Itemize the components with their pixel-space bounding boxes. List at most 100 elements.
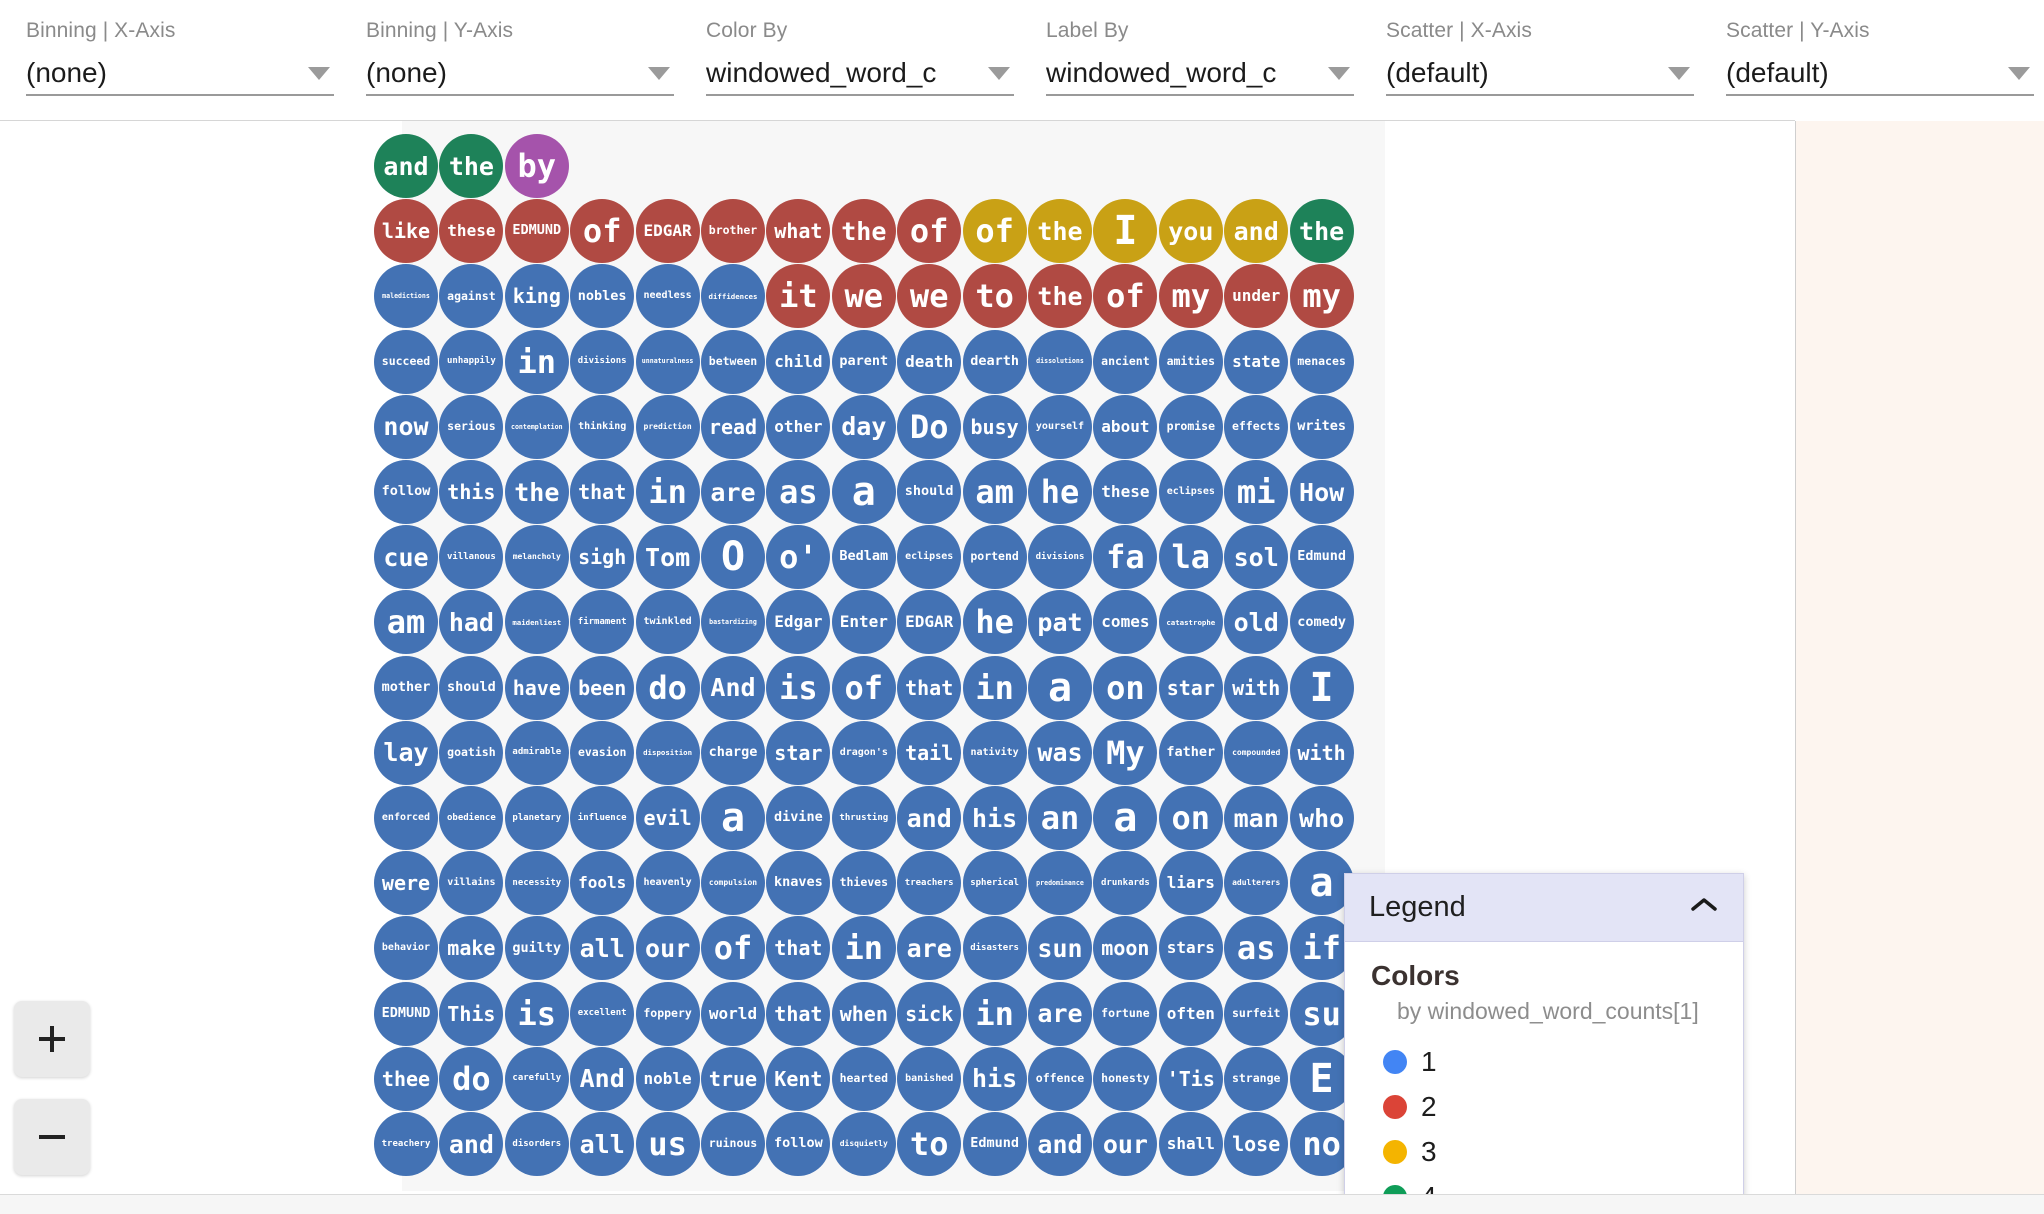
bubble-point[interactable]: as [1224, 916, 1289, 981]
bubble-point[interactable]: lay [374, 720, 438, 785]
bubble-point[interactable]: twinkled [635, 590, 700, 655]
bubble-point[interactable]: stars [1158, 916, 1223, 981]
bubble-point[interactable]: were [374, 851, 438, 916]
bubble-point[interactable]: Kent [766, 1046, 831, 1111]
bubble-point[interactable]: disasters [962, 916, 1027, 981]
bubble-point[interactable]: compounded [1224, 720, 1289, 785]
bubble-point[interactable]: thee [374, 1046, 438, 1111]
bubble-point[interactable]: parent [831, 329, 896, 394]
bubble-point[interactable]: fools [570, 851, 635, 916]
bubble-point[interactable]: we [897, 264, 962, 329]
legend-panel[interactable]: Legend Colors by windowed_word_counts[1]… [1344, 873, 1744, 1194]
bubble-point[interactable]: Bedlam [831, 525, 896, 590]
bubble-point[interactable]: who [1289, 786, 1354, 850]
bubble-point[interactable]: dearth [962, 329, 1027, 394]
bubble-point[interactable]: And [570, 1046, 635, 1111]
bubble-point[interactable]: he [1028, 460, 1092, 524]
bubble-point[interactable]: promise [1158, 394, 1223, 459]
bubble-point[interactable]: amities [1158, 329, 1223, 394]
bubble-point[interactable]: sun [1028, 916, 1092, 981]
bubble-point[interactable]: mi [1224, 460, 1289, 524]
bubble-point[interactable]: thieves [831, 851, 896, 916]
bubble-point[interactable]: to [897, 1112, 962, 1176]
bubble-point[interactable]: honesty [1093, 1046, 1158, 1111]
bubble-point[interactable]: about [1093, 394, 1158, 459]
bubble-point[interactable]: world [701, 981, 765, 1046]
bubble-point[interactable]: EDGAR [897, 590, 962, 655]
bubble-point[interactable]: on [1158, 786, 1223, 850]
bubble-point[interactable]: a [831, 460, 896, 524]
bubble-point[interactable]: banished [897, 1046, 962, 1111]
chevron-down-icon[interactable] [2008, 66, 2030, 80]
bubble-point[interactable]: lose [1224, 1112, 1289, 1176]
bubble-point[interactable]: make [439, 916, 504, 981]
bubble-point[interactable]: our [1093, 1112, 1158, 1176]
bubble-point[interactable]: bastardizing [701, 590, 765, 655]
bubble-point[interactable]: goatish [439, 720, 504, 785]
bubble-point[interactable]: dissolutions [1028, 329, 1092, 394]
bubble-point[interactable]: offence [1028, 1046, 1092, 1111]
bubble-point[interactable]: all [570, 916, 635, 981]
bubble-point[interactable]: this [439, 460, 504, 524]
bubble-point[interactable]: succeed [374, 329, 438, 394]
bubble-point[interactable]: a [1289, 851, 1354, 916]
bubble-point[interactable]: serious [439, 394, 504, 459]
chevron-down-icon[interactable] [1668, 66, 1690, 80]
bubble-point[interactable]: and [897, 786, 962, 850]
bubble-point[interactable]: am [374, 590, 438, 655]
bubble-point[interactable]: that [766, 981, 831, 1046]
bubble-point[interactable]: villanous [439, 525, 504, 590]
bubble-point[interactable]: should [439, 655, 504, 720]
bubble-point[interactable]: fortune [1093, 981, 1158, 1046]
bubble-point[interactable]: all [570, 1112, 635, 1176]
bubble-point[interactable]: was [1028, 720, 1092, 785]
bubble-point[interactable]: menaces [1289, 329, 1354, 394]
legend-entry[interactable]: 4 [1371, 1174, 1717, 1194]
bubble-point[interactable]: catastrophe [1158, 590, 1223, 655]
bubble-point[interactable]: my [1289, 264, 1354, 329]
bubble-point[interactable]: old [1224, 590, 1289, 655]
bubble-point[interactable]: a [1093, 786, 1158, 850]
bubble-point[interactable]: melancholy [504, 525, 569, 590]
bubble-point[interactable]: in [831, 916, 896, 981]
bubble-point[interactable]: state [1224, 329, 1289, 394]
bubble-point[interactable]: now [374, 394, 438, 459]
bubble-point[interactable]: against [439, 264, 504, 329]
bubble-point[interactable]: Edmund [962, 1112, 1027, 1176]
bubble-point[interactable]: foppery [635, 981, 700, 1046]
bubble-point[interactable]: my [1158, 264, 1223, 329]
bubble-point[interactable]: ruinous [701, 1112, 765, 1176]
bubble-point[interactable]: no [1289, 1112, 1354, 1176]
bubble-point[interactable]: Enter [831, 590, 896, 655]
bubble-point[interactable]: drunkards [1093, 851, 1158, 916]
bubble-point[interactable]: are [1028, 981, 1092, 1046]
legend-entry[interactable]: 3 [1371, 1129, 1717, 1174]
bubble-point[interactable]: strange [1224, 1046, 1289, 1111]
bubble-point[interactable]: king [504, 264, 569, 329]
bubble-point[interactable]: heavenly [635, 851, 700, 916]
bubble-point[interactable]: are [701, 460, 765, 524]
chevron-down-icon[interactable] [1328, 66, 1350, 80]
bubble-point[interactable]: tail [897, 720, 962, 785]
bubble-point[interactable]: these [1093, 460, 1158, 524]
bubble-point[interactable]: EDGAR [635, 199, 700, 264]
bubble-point[interactable]: enforced [374, 786, 438, 850]
control-select[interactable]: (none) [366, 52, 674, 96]
bubble-point[interactable]: that [766, 916, 831, 981]
bubble-point[interactable]: liars [1158, 851, 1223, 916]
bubble-point[interactable]: and [439, 1112, 504, 1176]
bubble-point[interactable]: in [962, 981, 1027, 1046]
bubble-point[interactable]: comedy [1289, 590, 1354, 655]
bubble-point[interactable]: divisions [570, 329, 635, 394]
bubble-point[interactable]: O [701, 525, 765, 590]
bubble-point[interactable]: do [635, 655, 700, 720]
bubble-point[interactable]: by [504, 134, 569, 198]
bubble-point[interactable]: su [1289, 981, 1354, 1046]
bubble-point[interactable]: influence [570, 786, 635, 850]
bubble-point[interactable]: necessity [504, 851, 569, 916]
zoom-out-button[interactable] [14, 1099, 90, 1175]
bubble-point[interactable]: firmament [570, 590, 635, 655]
bubble-point[interactable]: fa [1093, 525, 1158, 590]
bubble-point[interactable]: ancient [1093, 329, 1158, 394]
